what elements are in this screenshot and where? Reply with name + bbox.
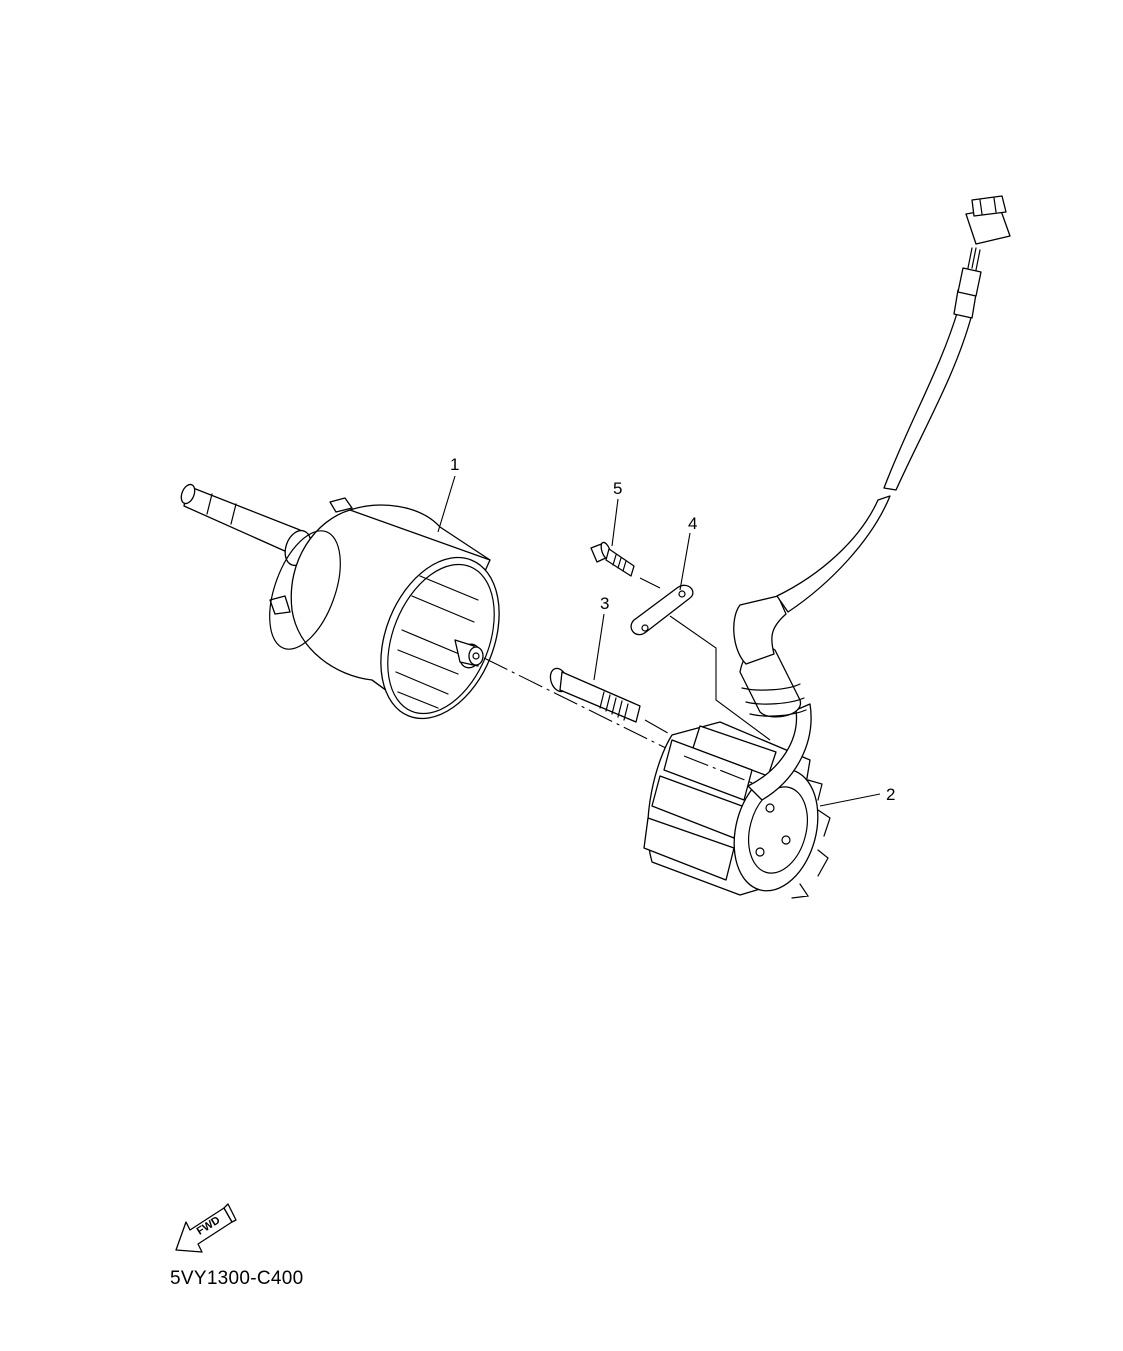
diagram-code: 5VY1300-C400 [170, 1268, 304, 1289]
leader-line-1 [437, 475, 456, 533]
callout-1: 1 [450, 455, 460, 474]
assembly-line [669, 615, 771, 741]
callout-3: 3 [600, 594, 610, 613]
leader-line-2 [819, 793, 881, 807]
stator-bolt-part [549, 667, 641, 723]
lead-clamp-part [630, 584, 694, 636]
stator-part [643, 195, 1011, 899]
assembly-centerline [483, 657, 691, 761]
clamp-bolt-part [590, 541, 635, 577]
rotor-part [180, 483, 500, 720]
callout-4: 4 [688, 514, 698, 533]
leader-line-5 [611, 498, 619, 547]
callout-5: 5 [613, 479, 623, 498]
leader-line-3 [593, 613, 605, 681]
assembly-line [639, 577, 661, 589]
leader-line-4 [679, 532, 691, 591]
forward-direction-arrow-icon [175, 1203, 237, 1253]
callout-2: 2 [886, 785, 896, 804]
